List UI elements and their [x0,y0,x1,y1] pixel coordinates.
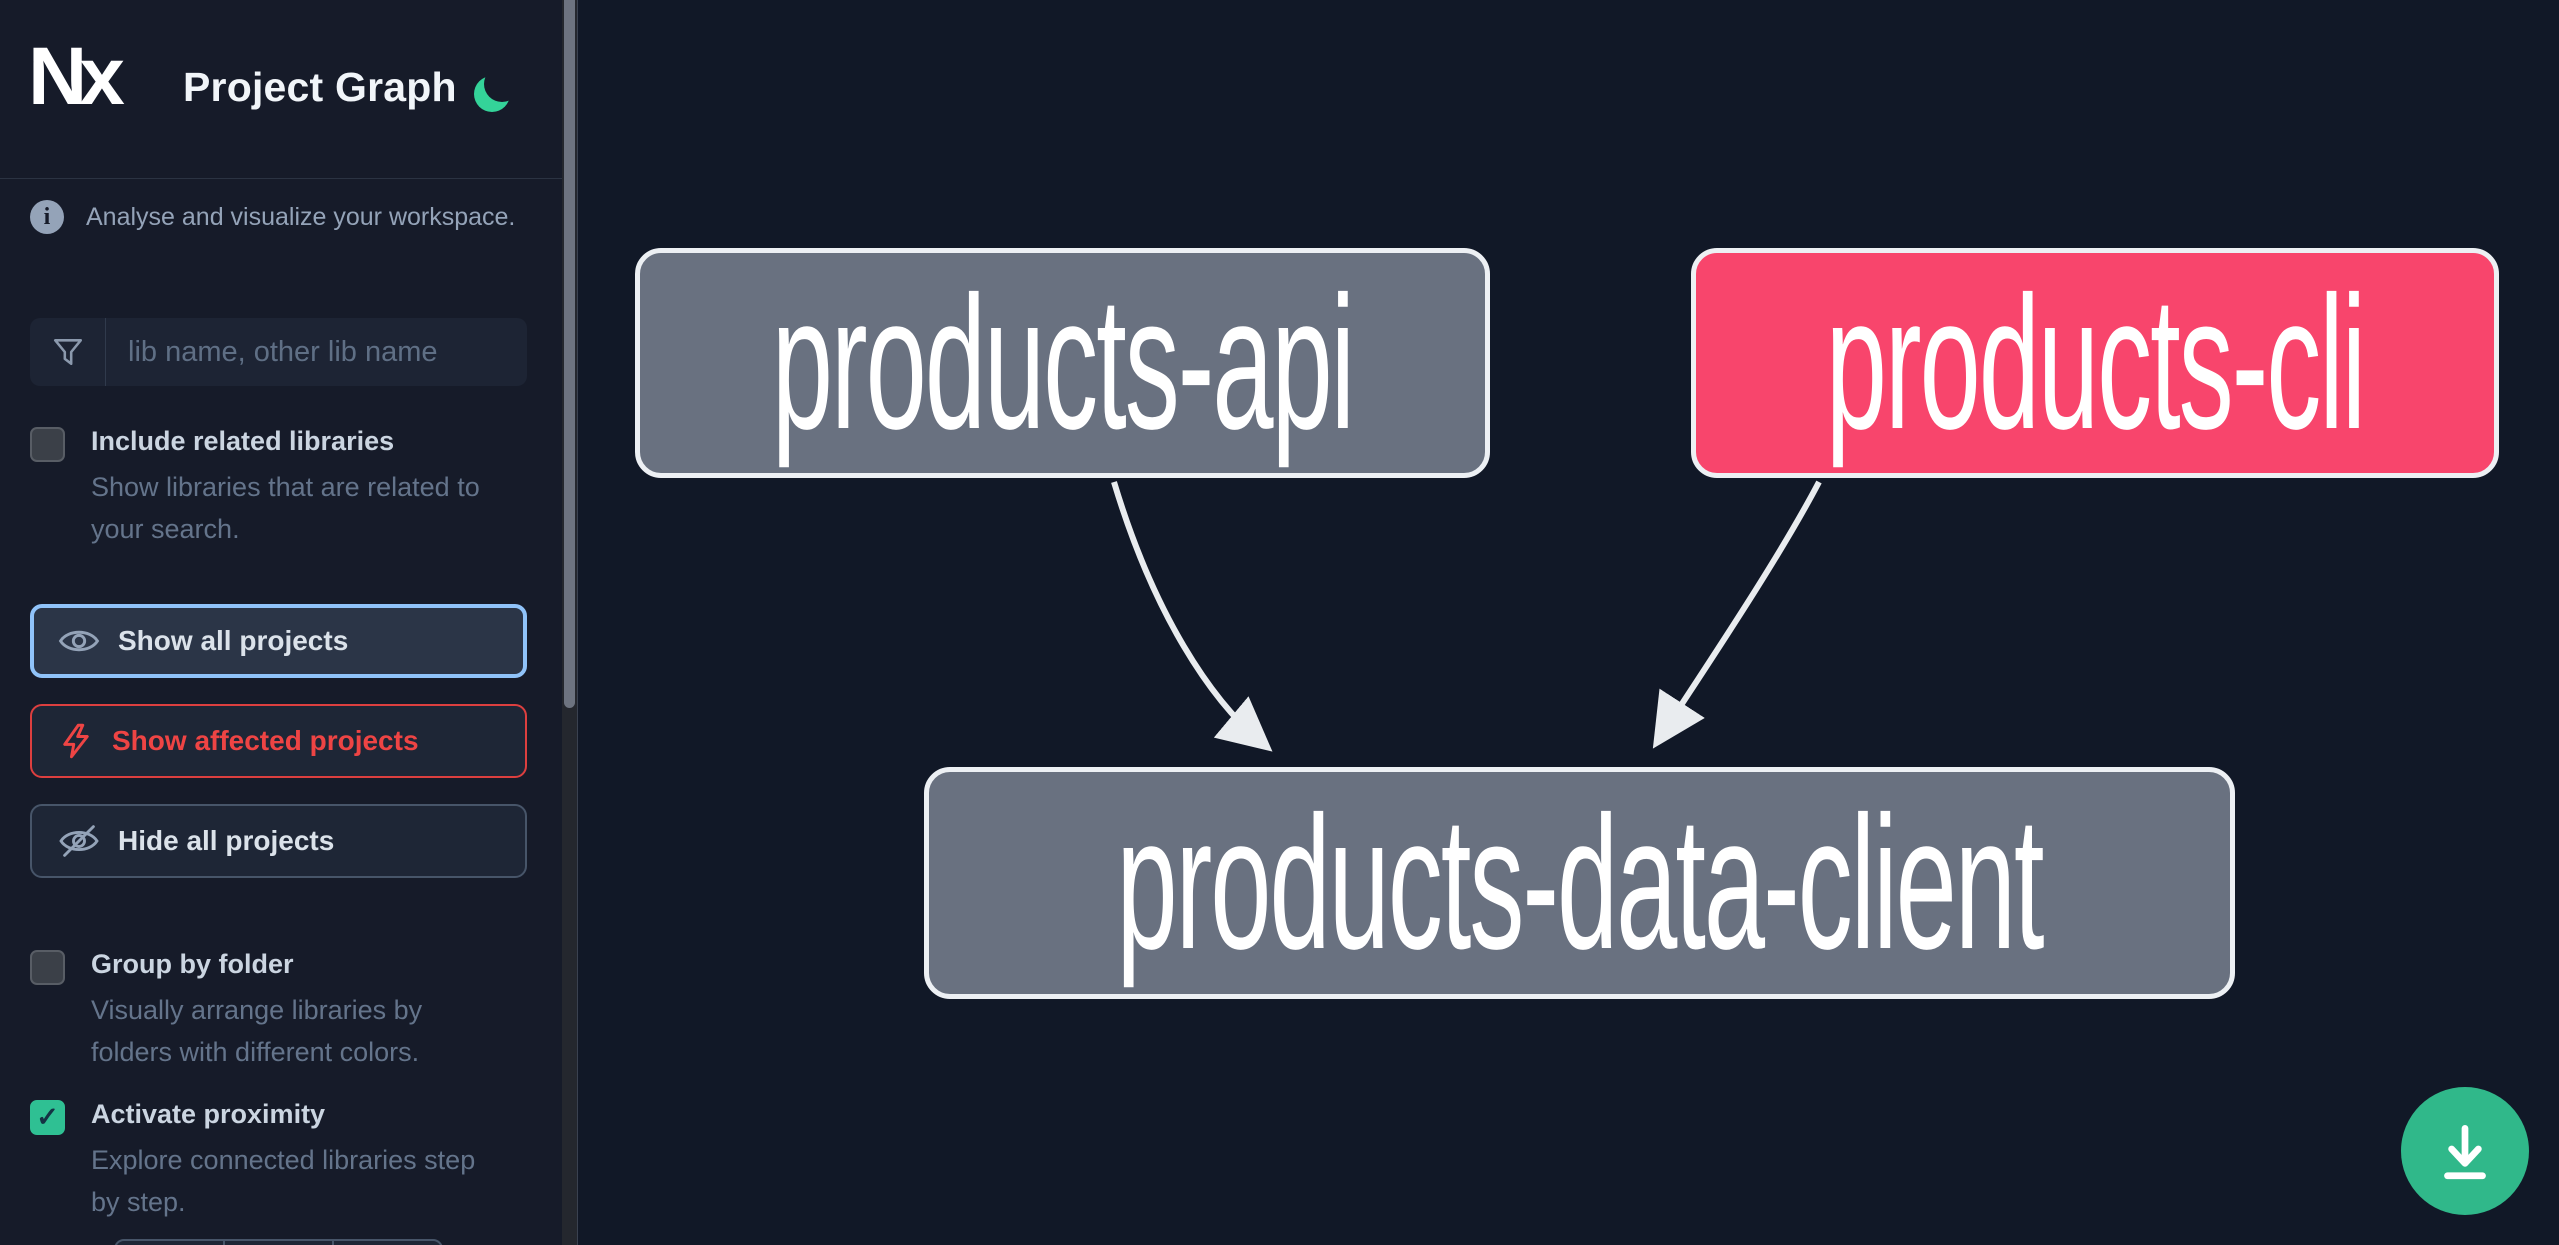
stepper-decrement[interactable] [116,1241,225,1245]
nx-logo: Nx [28,31,125,122]
dark-mode-toggle[interactable] [468,62,524,118]
download-image-button[interactable] [2401,1087,2529,1215]
filter-funnel-icon [30,318,106,386]
include-related-checkbox[interactable] [30,427,65,462]
sidebar-scrollbar-track[interactable] [562,0,578,1245]
download-icon [2444,1124,2486,1180]
show-all-projects-button[interactable]: Show all projects [30,604,527,678]
option-description: Visually arrange libraries by folders wi… [91,995,423,1067]
button-label: Show affected projects [112,725,419,756]
button-label: Show all projects [118,625,349,656]
node-products-data-client[interactable]: products-data-client [924,767,2235,999]
stepper-value [225,1241,334,1245]
option-activate-proximity: ✓ Activate proximity Explore connected l… [30,1097,505,1224]
node-label: products-data-client [1116,777,2044,989]
eye-off-icon [59,825,99,857]
proximity-depth-stepper[interactable] [114,1239,443,1245]
option-description: Explore connected libraries step by step… [91,1145,476,1217]
bolt-icon [63,723,89,759]
option-group-by-folder: Group by folder Visually arrange librari… [30,947,505,1074]
search-input[interactable] [106,318,527,386]
info-icon: i [30,200,64,234]
option-label: Include related libraries [91,426,395,456]
tagline-text: Analyse and visualize your workspace. [86,202,516,231]
hide-all-projects-button[interactable]: Hide all projects [30,804,527,878]
sidebar: Nx Project Graph i Analyse and visualize… [0,0,562,1245]
option-description: Show libraries that are related to your … [91,472,480,544]
page-title: Project Graph [183,64,457,110]
option-label: Activate proximity [91,1099,326,1129]
option-include-related: Include related libraries Show libraries… [30,424,505,551]
search-box [30,318,527,386]
workspace-tagline: i Analyse and visualize your workspace. [30,200,515,234]
show-affected-projects-button[interactable]: Show affected projects [30,704,527,778]
activate-proximity-checkbox[interactable]: ✓ [30,1100,65,1135]
stepper-increment[interactable] [334,1241,441,1245]
edge-products-cli-to-products-data-client[interactable] [1652,480,1822,749]
graph-canvas[interactable]: products-api products-cli products-data-… [579,0,2559,1245]
sidebar-scrollbar-thumb[interactable] [564,0,575,708]
eye-icon [58,630,100,652]
node-products-api[interactable]: products-api [635,248,1490,478]
node-products-cli[interactable]: products-cli [1691,248,2499,478]
sidebar-header: Nx Project Graph [0,0,562,179]
node-label: products-api [771,257,1355,469]
group-by-folder-checkbox[interactable] [30,950,65,985]
option-label: Group by folder [91,949,294,979]
moon-icon [484,66,520,102]
edge-products-api-to-products-data-client[interactable] [1111,481,1273,752]
node-label: products-cli [1825,257,2366,469]
button-label: Hide all projects [118,825,335,856]
dependency-edges [1111,480,1822,752]
